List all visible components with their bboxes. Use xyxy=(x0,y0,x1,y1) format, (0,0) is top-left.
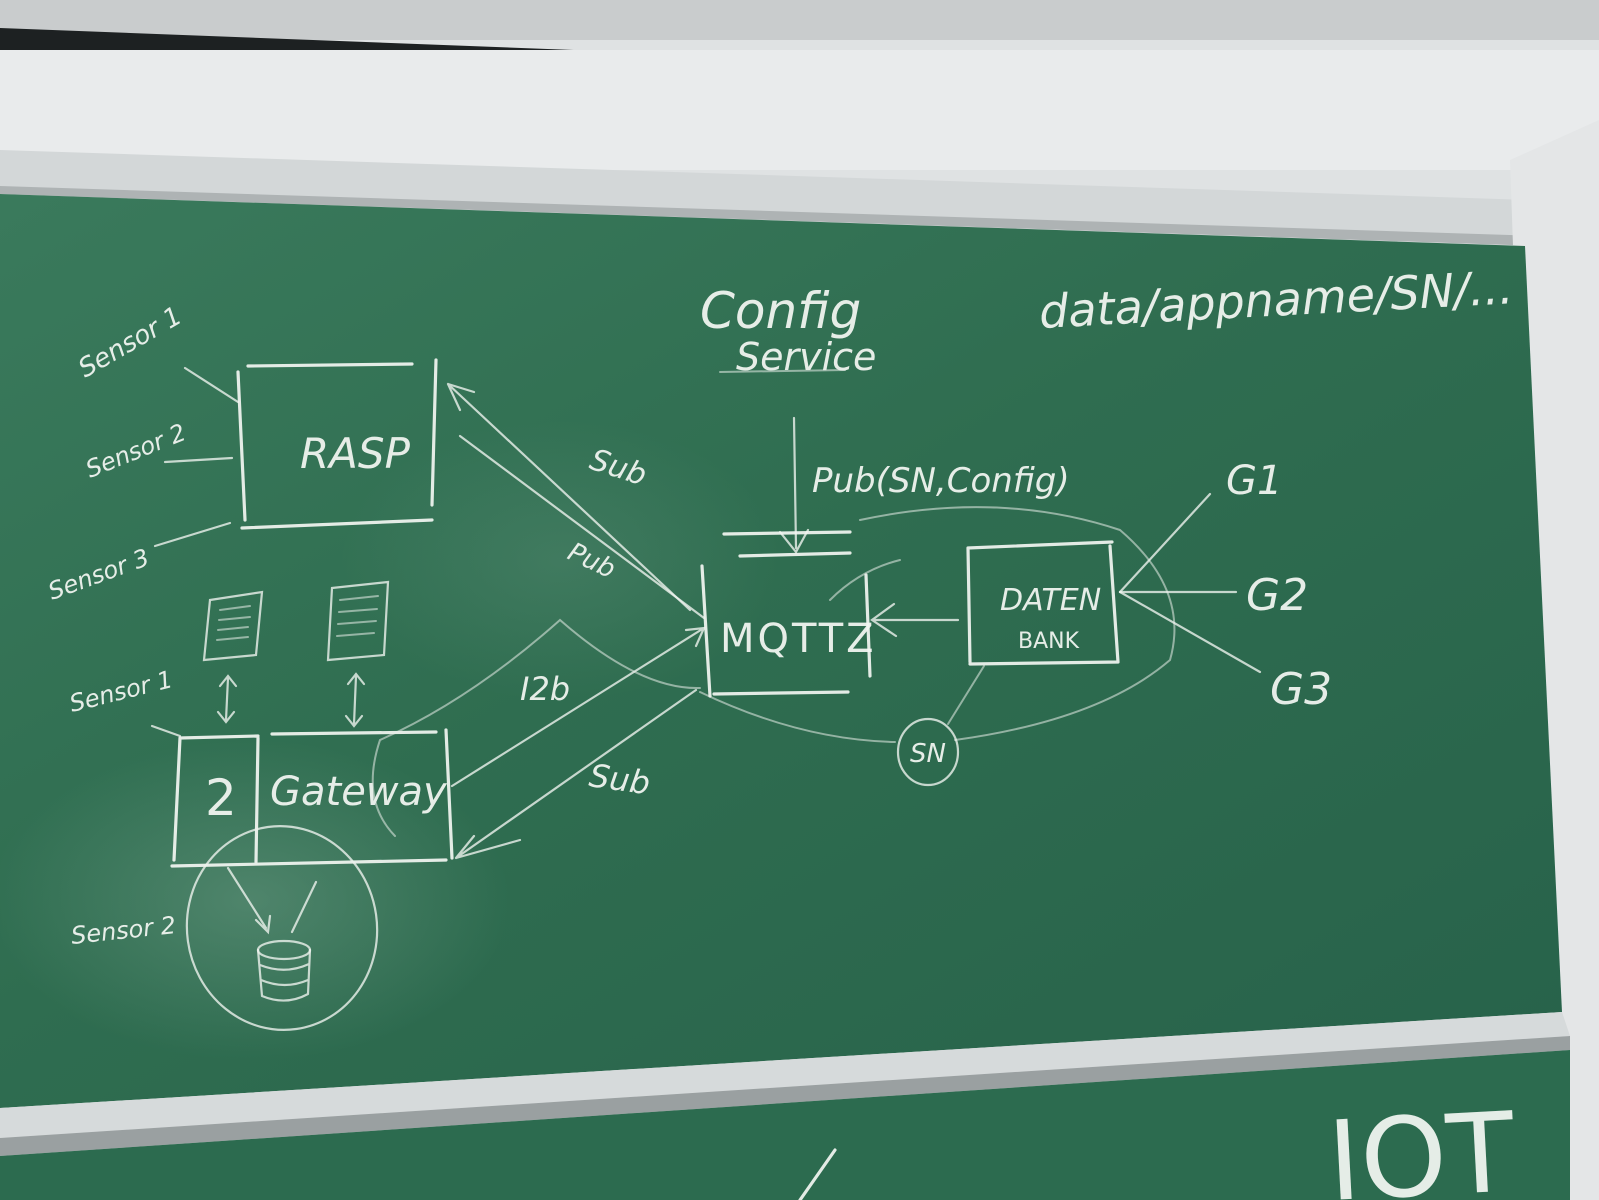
mqtt-label: MQTTZ xyxy=(720,616,877,662)
g3-label: G3 xyxy=(1270,664,1332,715)
lower-board xyxy=(0,1050,1570,1200)
sn-to-db-line xyxy=(947,665,985,725)
mqtt-box xyxy=(700,530,872,698)
storage-circle xyxy=(185,825,379,1031)
pub-arrow-top xyxy=(458,434,706,620)
sensor-line xyxy=(183,366,240,404)
sub-arrow-top xyxy=(446,382,692,612)
config-arrow xyxy=(778,416,810,554)
double-arrow xyxy=(216,674,238,724)
g1-line xyxy=(1118,492,1212,594)
bottom-board-text: ІОТ xyxy=(1325,1088,1518,1200)
frame-top-rail xyxy=(0,150,1540,238)
datenbank-label-1: DATEN xyxy=(1000,583,1101,618)
ceiling xyxy=(0,0,1599,40)
arrow xyxy=(290,880,318,934)
g1-label: G1 xyxy=(1226,458,1282,504)
frame-top-rail-shadow xyxy=(0,186,1540,246)
bottom-board-stroke xyxy=(798,1148,837,1200)
sub-label-bottom: Sub xyxy=(587,756,653,802)
rasp-box xyxy=(236,358,438,530)
double-arrow xyxy=(344,672,366,728)
sensor-line xyxy=(153,521,232,548)
datenbank-label-2: BANK xyxy=(1018,629,1080,654)
pub-sn-config-label: Pub(SN,Config) xyxy=(812,461,1070,501)
gateway-2-label: 2 xyxy=(205,769,237,827)
chalk-tray xyxy=(0,1012,1570,1138)
gateway-box xyxy=(170,728,454,868)
gateway-label: Gateway xyxy=(270,769,448,815)
rasp-label: RASP xyxy=(300,429,411,478)
g2-label: G2 xyxy=(1246,570,1308,621)
loop-ellipse xyxy=(371,506,1176,837)
db-to-mqtt-arrow xyxy=(870,602,960,638)
i2b-label: I2b xyxy=(520,670,570,708)
frame-right xyxy=(1510,120,1599,1200)
datenbank-box xyxy=(966,540,1120,666)
wall xyxy=(0,50,1599,170)
chalk-tray-shadow xyxy=(0,1036,1570,1156)
sn-label: SN xyxy=(910,739,946,769)
document-icon xyxy=(202,590,264,662)
sensor-line xyxy=(163,456,234,464)
database-icon xyxy=(256,939,312,1002)
document-icon xyxy=(326,580,390,662)
arrow xyxy=(226,866,272,935)
sn-node xyxy=(896,717,960,787)
sensor-line xyxy=(150,724,182,738)
sub-arrow-gateway xyxy=(454,688,698,860)
pub-arrow-gateway xyxy=(450,626,706,788)
chalk-smudge xyxy=(340,420,780,700)
underline xyxy=(719,369,846,373)
config-service-label-1: Config xyxy=(700,282,861,340)
g3-line xyxy=(1118,590,1262,674)
